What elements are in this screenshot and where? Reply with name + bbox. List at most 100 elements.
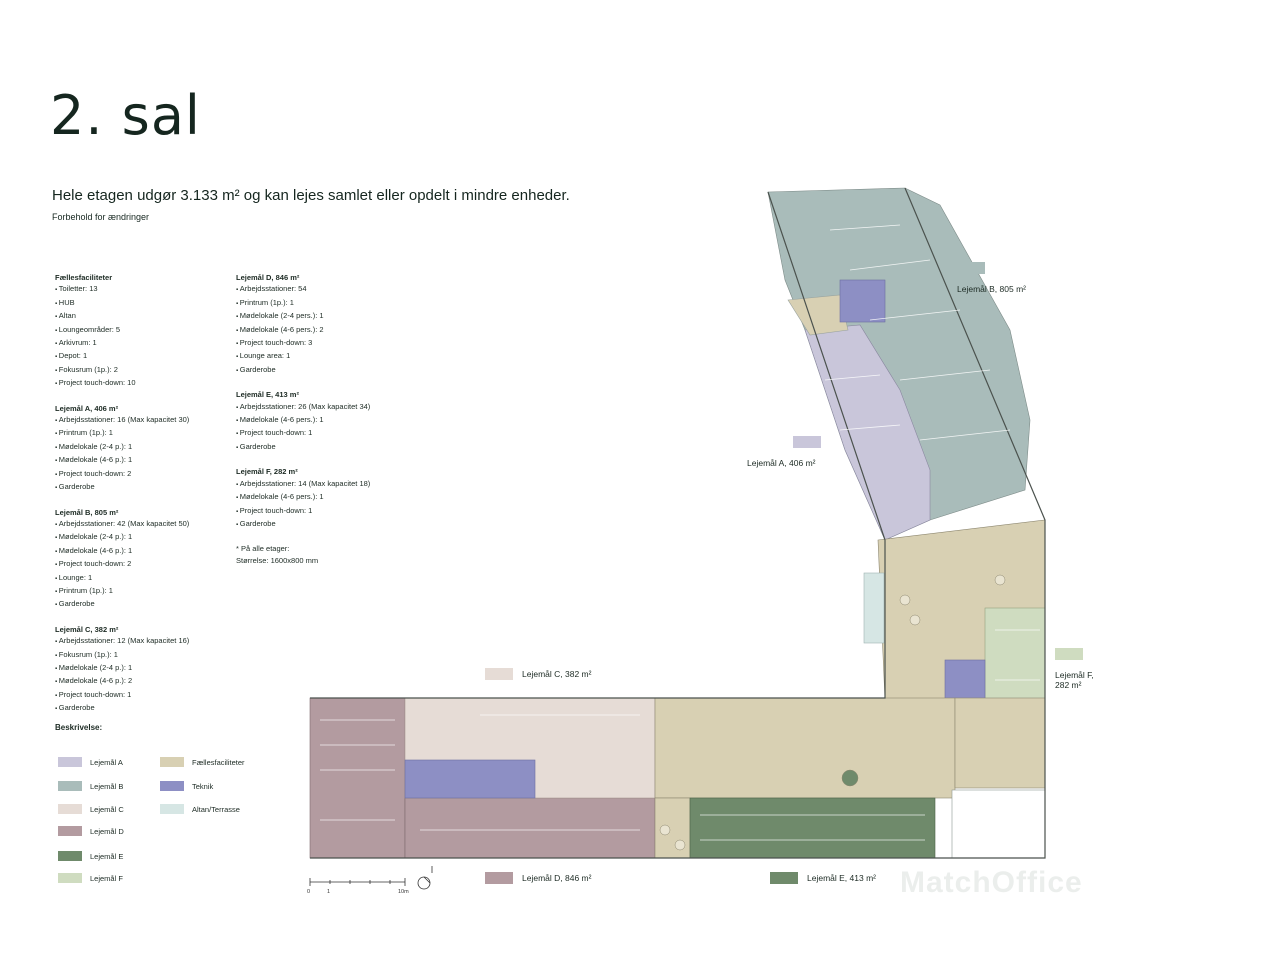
lejemaal-e-heading: Lejemål E, 413 m² bbox=[236, 390, 299, 400]
list-item: Mødelokale (2-4 p.): 1 bbox=[55, 441, 225, 454]
legend-label: Lejemål C bbox=[90, 804, 124, 814]
legend-item-a: Lejemål A bbox=[58, 757, 123, 767]
list-item: Printrum (1p.): 1 bbox=[236, 297, 416, 310]
list-item: Arbejdsstationer: 16 (Max kapacitet 30) bbox=[55, 414, 225, 427]
list-item: Garderobe bbox=[236, 364, 416, 377]
legend-item-c: Lejemål C bbox=[58, 804, 124, 814]
legend-item-altan: Altan/Terrasse bbox=[160, 804, 240, 814]
tag-lejemaal-e: Lejemål E, 413 m² bbox=[770, 872, 876, 884]
lejemaal-f-list: Arbejdsstationer: 14 (Max kapacitet 18) … bbox=[236, 478, 416, 532]
tag-label: Lejemål D, 846 m² bbox=[522, 873, 592, 883]
info-column-left: Fællesfaciliteter Toiletter: 13 HUB Alta… bbox=[55, 272, 225, 728]
list-item: Arbejdsstationer: 42 (Max kapacitet 50) bbox=[55, 518, 225, 531]
lejemaal-e-list: Arbejdsstationer: 26 (Max kapacitet 34) … bbox=[236, 401, 416, 455]
lejemaal-c-list: Arbejdsstationer: 12 (Max kapacitet 16) … bbox=[55, 635, 225, 715]
tag-label: Lejemål C, 382 m² bbox=[522, 669, 592, 679]
list-item: Fokusrum (1p.): 2 bbox=[55, 364, 225, 377]
list-item: Lounge: 1 bbox=[55, 572, 225, 585]
legend-swatch bbox=[58, 826, 82, 836]
info-column-right: Lejemål D, 846 m² Arbejdsstationer: 54 P… bbox=[236, 272, 416, 566]
zone-teknik-north bbox=[839, 279, 886, 323]
north-arrow-icon bbox=[417, 866, 433, 890]
list-item: Printrum (1p.): 1 bbox=[55, 585, 225, 598]
legend-item-faelles: Fællesfaciliteter bbox=[160, 757, 245, 767]
tag-lejemaal-f: Lejemål F,282 m² bbox=[1055, 648, 1094, 690]
legend-label: Teknik bbox=[192, 781, 214, 791]
tag-lejemaal-b: Lejemål B, 805 m² bbox=[957, 262, 1026, 294]
zone-lejemaal-d bbox=[309, 697, 406, 859]
legend-title: Beskrivelse: bbox=[55, 723, 103, 732]
page-subtitle: Hele etagen udgør 3.133 m² og kan lejes … bbox=[52, 187, 570, 204]
list-item: Garderobe bbox=[55, 598, 225, 611]
tag-lejemaal-d: Lejemål D, 846 m² bbox=[485, 872, 591, 884]
footnote: Størrelse: 1600x800 mm bbox=[236, 555, 319, 565]
legend-swatch bbox=[58, 851, 82, 861]
tag-lejemaal-c: Lejemål C, 382 m² bbox=[485, 668, 591, 680]
legend-swatch bbox=[160, 804, 184, 814]
tag-swatch bbox=[793, 436, 821, 448]
watermark: MatchOffice bbox=[900, 866, 1083, 899]
zone-teknik-south bbox=[404, 759, 536, 799]
list-item: Garderobe bbox=[236, 518, 416, 531]
legend-item-d: Lejemål D bbox=[58, 826, 124, 836]
list-item: Arbejdsstationer: 14 (Max kapacitet 18) bbox=[236, 478, 416, 491]
scale-bar bbox=[309, 878, 406, 886]
legend-label: Lejemål F bbox=[90, 873, 123, 883]
legend-item-e: Lejemål E bbox=[58, 851, 123, 861]
tag-label: Lejemål F, bbox=[1055, 670, 1094, 680]
tag-swatch bbox=[770, 872, 798, 884]
zone-faelles-east bbox=[954, 697, 1046, 789]
list-item: Fokusrum (1p.): 1 bbox=[55, 649, 225, 662]
list-item: Mødelokale (2-4 p.): 1 bbox=[55, 531, 225, 544]
legend-label: Lejemål D bbox=[90, 826, 124, 836]
legend-swatch bbox=[58, 804, 82, 814]
tag-label: Lejemål A, 406 m² bbox=[747, 458, 816, 468]
list-item: Arbejdsstationer: 26 (Max kapacitet 34) bbox=[236, 401, 416, 414]
legend-label: Lejemål A bbox=[90, 757, 123, 767]
faelles-heading: Fællesfaciliteter bbox=[55, 273, 113, 282]
list-item: Depot: 1 bbox=[55, 350, 225, 363]
zone-lejemaal-d-2 bbox=[404, 797, 656, 859]
list-item: Arbejdsstationer: 54 bbox=[236, 283, 416, 296]
legend-label: Lejemål E bbox=[90, 851, 124, 861]
lejemaal-a-heading: Lejemål A, 406 m² bbox=[55, 403, 119, 413]
page-title: 2. sal bbox=[50, 84, 201, 147]
list-item: Printrum (1p.): 1 bbox=[55, 427, 225, 440]
list-item: Mødelokale (4-6 pers.): 1 bbox=[236, 491, 416, 504]
legend-item-f: Lejemål F bbox=[58, 873, 123, 883]
zone-faelles-north bbox=[787, 294, 849, 336]
list-item: Garderobe bbox=[55, 481, 225, 494]
list-item: Altan bbox=[55, 310, 225, 323]
list-item: Loungeområder: 5 bbox=[55, 324, 225, 337]
legend-label: Altan/Terrasse bbox=[192, 804, 240, 814]
legend-swatch bbox=[58, 781, 82, 791]
faelles-list: Toiletter: 13 HUB Altan Loungeområder: 5… bbox=[55, 283, 225, 390]
list-item: Arkivrum: 1 bbox=[55, 337, 225, 350]
list-item: Mødelokale (4-6 p.): 1 bbox=[55, 454, 225, 467]
building-outline-outer bbox=[310, 187, 1046, 859]
tag-label: Lejemål B, 805 m² bbox=[957, 284, 1026, 294]
list-item: Garderobe bbox=[236, 441, 416, 454]
list-item: Project touch-down: 2 bbox=[55, 558, 225, 571]
legend-label: Lejemål B bbox=[90, 781, 124, 791]
zone-stair bbox=[951, 789, 1046, 859]
tag-swatch bbox=[957, 262, 985, 274]
list-item: HUB bbox=[55, 297, 225, 310]
list-item: Project touch-down: 2 bbox=[55, 468, 225, 481]
list-item: Lounge area: 1 bbox=[236, 350, 416, 363]
scale-bar-mid: 1 bbox=[327, 889, 330, 895]
list-item: Project touch-down: 10 bbox=[55, 377, 225, 390]
zone-faelles-south bbox=[654, 697, 956, 799]
list-item: Mødelokale (4-6 p.): 2 bbox=[55, 675, 225, 688]
lejemaal-b-heading: Lejemål B, 805 m² bbox=[55, 507, 119, 517]
list-item: Mødelokale (4-6 pers.): 2 bbox=[236, 324, 416, 337]
tag-label: 282 m² bbox=[1055, 680, 1082, 690]
list-item: Mødelokale (2-4 p.): 1 bbox=[55, 662, 225, 675]
legend-swatch bbox=[58, 757, 82, 767]
scale-bar-start: 0 bbox=[307, 889, 310, 895]
lejemaal-f-heading: Lejemål F, 282 m² bbox=[236, 467, 298, 477]
list-item: Mødelokale (2-4 pers.): 1 bbox=[236, 310, 416, 323]
tag-swatch bbox=[485, 668, 513, 680]
legend-swatch bbox=[58, 873, 82, 883]
